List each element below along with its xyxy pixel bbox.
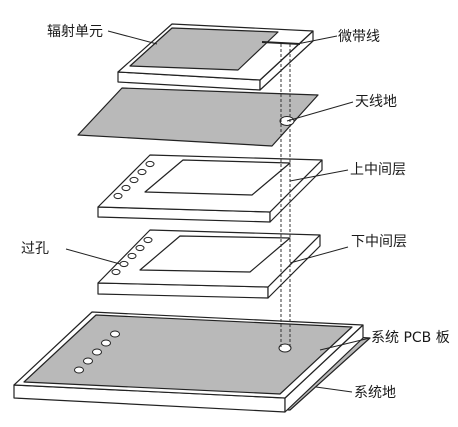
microstrip-line [261,41,301,45]
label-via-hole: 过孔 [21,241,49,257]
label-radiating-element: 辐射单元 [47,24,103,40]
label-system-pcb-board: 系统 PCB 板 [371,330,450,346]
pcb-feed-via [278,343,292,353]
feed-via-column [280,44,291,348]
label-system-ground: 系统地 [354,385,396,401]
pcb-via-holes [74,330,120,374]
label-lower-middle-layer: 下中间层 [351,234,407,250]
upper-layer-via-holes [113,160,155,200]
leader-lines [65,30,371,393]
system-pcb-board [13,311,364,413]
upper-middle-layer [97,154,323,223]
lower-layer-via-holes [111,236,153,276]
labels: 辐射单元 微带线 天线地 上中间层 过孔 下中间层 系统 PCB 板 系统地 [21,24,450,401]
radiating-element-plate [117,23,314,91]
label-microstrip-line: 微带线 [338,29,380,45]
antenna-ground-layer [77,87,319,147]
label-antenna-ground: 天线地 [355,94,397,110]
lower-middle-layer [97,229,321,299]
label-upper-middle-layer: 上中间层 [350,162,406,178]
